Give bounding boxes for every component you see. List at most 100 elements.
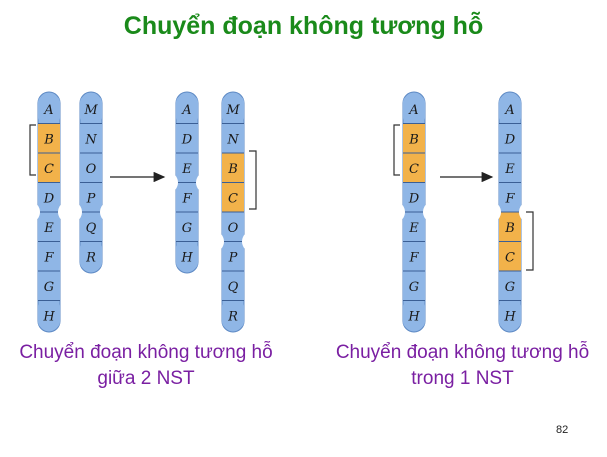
gene-label: Q <box>228 280 239 295</box>
caption-right-line1: Chuyển đoạn không tương hỗ <box>335 342 590 363</box>
chromosome-segment <box>38 153 60 183</box>
page-number: 82 <box>556 424 569 436</box>
chromosome-segment <box>403 241 425 271</box>
gene-label: E <box>43 221 54 236</box>
gene-label: C <box>505 250 515 265</box>
centromere-right <box>519 204 523 220</box>
gene-label: D <box>181 132 193 147</box>
gene-label: P <box>86 191 96 206</box>
chromosome-segment <box>38 212 60 242</box>
chromosome-segment <box>38 271 60 301</box>
caption-left-line2: giữa 2 NST <box>97 368 195 389</box>
chromosome-segment <box>38 123 60 153</box>
centromere-right <box>58 204 62 220</box>
bracket-left-after <box>249 150 257 210</box>
gene-label: G <box>409 280 419 295</box>
chromosome-segment <box>222 182 244 212</box>
chromosome-segment <box>499 153 521 183</box>
chromosome-segment <box>80 212 102 242</box>
chromosome-segment <box>403 212 425 242</box>
gene-label: C <box>228 191 238 206</box>
gene-label: A <box>408 103 418 118</box>
gene-label: P <box>228 250 238 265</box>
gene-label: E <box>504 162 515 177</box>
gene-label: N <box>84 132 97 147</box>
gene-label: R <box>227 309 238 324</box>
centromere-left <box>401 204 405 220</box>
centromere-left <box>220 234 224 249</box>
bracket-right-after <box>526 211 534 271</box>
chromosome-segment <box>222 241 244 271</box>
gene-label: G <box>505 280 515 295</box>
gene-label: A <box>43 103 53 118</box>
chromosome-segment <box>403 182 425 212</box>
chromosome-segment <box>176 96 198 124</box>
gene-label: F <box>408 250 419 265</box>
chromosome-segment <box>499 96 521 124</box>
gene-label: B <box>43 132 54 147</box>
gene-label: B <box>227 162 238 177</box>
gene-label: F <box>181 191 192 206</box>
chromosome-segment <box>80 96 102 124</box>
gene-label: E <box>181 162 192 177</box>
gene-label: C <box>44 162 54 177</box>
gene-label: A <box>181 103 191 118</box>
chromosome-segment <box>403 153 425 183</box>
chromosome-segment <box>38 300 60 328</box>
bracket-left-before <box>29 124 36 176</box>
chromosome-segment <box>80 153 102 183</box>
chromosome-segment <box>38 96 60 124</box>
gene-label: R <box>85 250 96 265</box>
chromosome-segment <box>403 123 425 153</box>
gene-label: O <box>228 221 239 236</box>
chromosome-segment <box>222 96 244 124</box>
centromere-right <box>242 234 246 249</box>
chromosome-segment <box>176 123 198 153</box>
gene-label: Q <box>86 221 97 236</box>
chromosome-segment <box>499 123 521 153</box>
gene-label: C <box>409 162 419 177</box>
centromere-right <box>423 204 427 220</box>
chromosome-segment <box>403 271 425 301</box>
gene-label: F <box>504 191 515 206</box>
chromosome-segment <box>38 182 60 212</box>
centromere-left <box>78 204 82 220</box>
centromere-left <box>497 204 501 220</box>
centromere-right <box>100 204 104 220</box>
centromere-left <box>36 204 40 220</box>
gene-label: E <box>408 221 419 236</box>
gene-label: O <box>86 162 97 177</box>
caption-right-line2: trong 1 NST <box>411 368 514 389</box>
chromosome-segment <box>80 123 102 153</box>
gene-label: N <box>226 132 239 147</box>
gene-label: F <box>43 250 54 265</box>
chromosome-segment <box>176 153 198 183</box>
caption-left: Chuyển đoạn không tương hỗ giữa 2 NST <box>0 340 292 392</box>
gene-label: B <box>504 221 515 236</box>
centromere-left <box>174 175 178 190</box>
gene-label: M <box>83 103 98 118</box>
chromosome-segment <box>403 300 425 328</box>
chromosome-segment <box>80 241 102 269</box>
chromosome-segment <box>499 182 521 212</box>
gene-label: D <box>504 132 516 147</box>
chromosome-segment <box>222 212 244 242</box>
gene-label: H <box>180 250 193 265</box>
gene-label: M <box>225 103 240 118</box>
chromosome-segment <box>222 123 244 153</box>
gene-label: A <box>504 103 514 118</box>
chromosome-segment <box>499 300 521 328</box>
chromosome-segment <box>176 241 198 269</box>
bracket-right-before <box>393 124 400 176</box>
gene-label: B <box>408 132 419 147</box>
chromosome-segment <box>176 212 198 242</box>
